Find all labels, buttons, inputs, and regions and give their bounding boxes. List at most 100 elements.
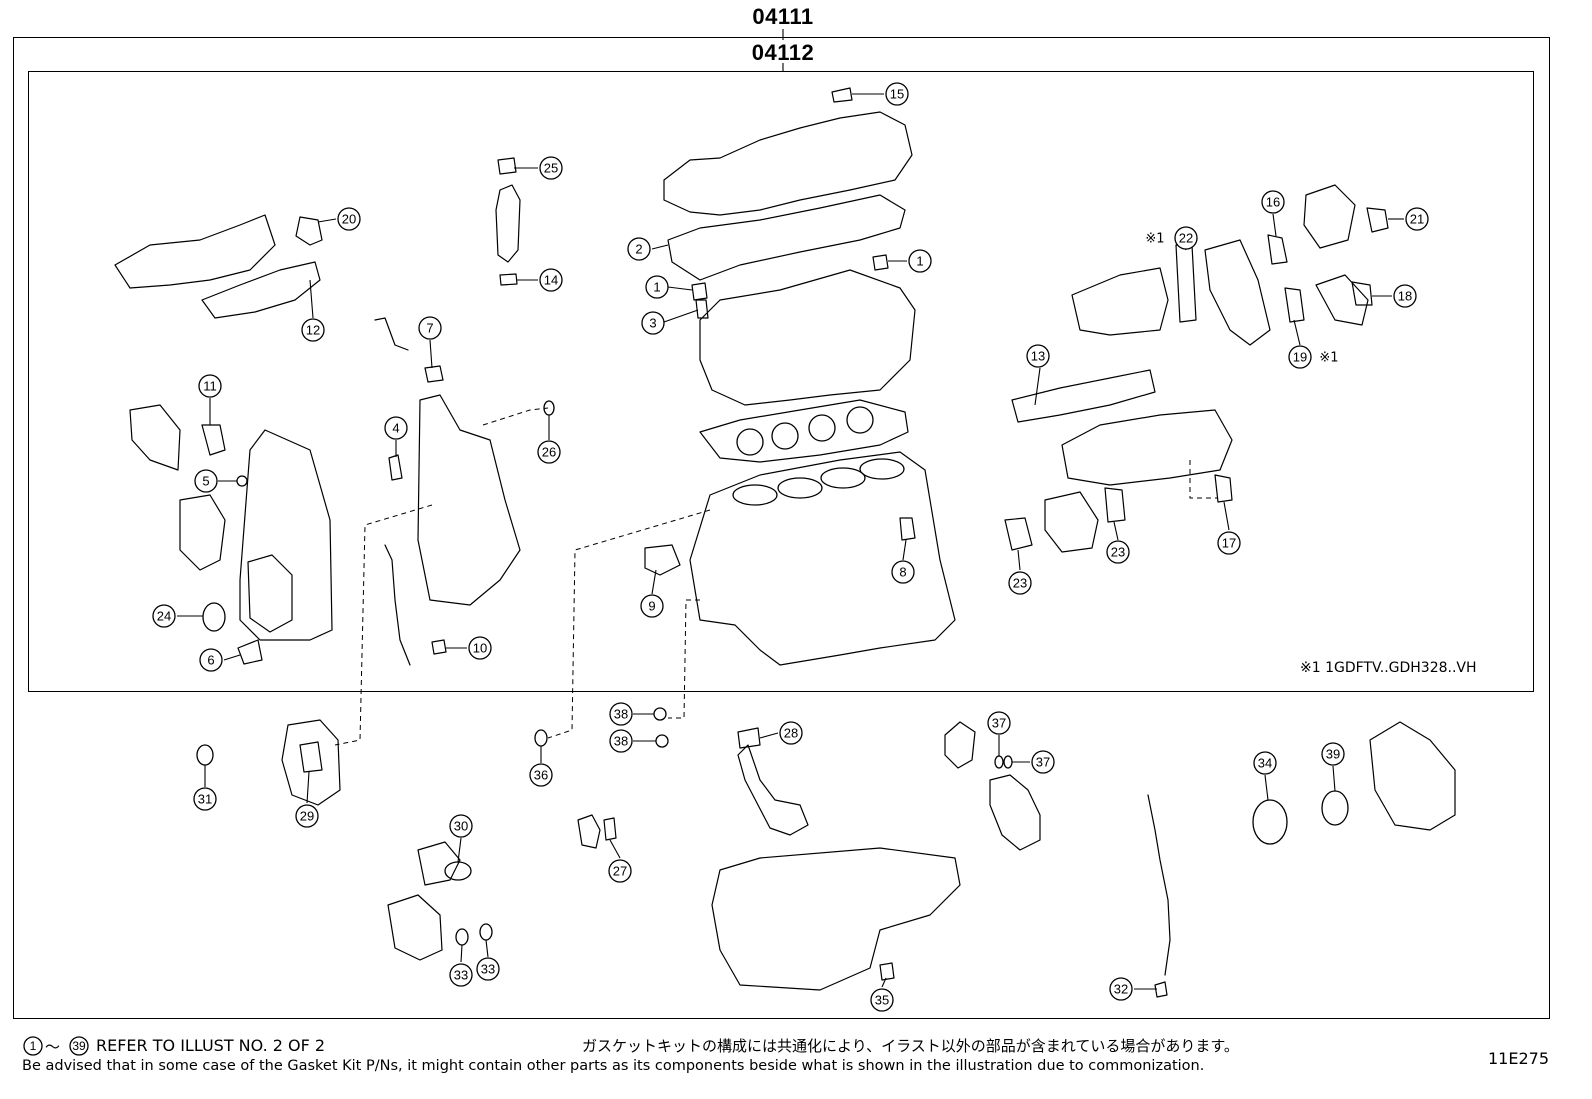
callout-8[interactable]: 8 [891,560,915,584]
gasket-23a-shape [1004,517,1033,551]
svg-text:11: 11 [203,379,217,394]
svg-text:28: 28 [784,726,798,741]
svg-text:33: 33 [481,962,495,977]
callout-22[interactable]: 22 [1174,226,1198,250]
svg-text:16: 16 [1266,195,1280,210]
water-pump-housing-sketch [281,719,341,806]
callout-32[interactable]: 32 [1109,977,1133,1001]
callout-37-top[interactable]: 37 [987,711,1011,735]
oring-33b-ring [479,923,493,941]
callout-6[interactable]: 6 [199,648,223,672]
svg-text:37: 37 [992,716,1006,731]
cylinder-head-cover-sketch [663,111,913,216]
callout-36[interactable]: 36 [529,763,553,787]
ref-line-17 [1189,460,1218,499]
callout-35[interactable]: 35 [870,988,894,1012]
callout-15[interactable]: 15 [885,82,909,106]
callout-26[interactable]: 26 [537,440,561,464]
callout-27[interactable]: 27 [608,859,632,883]
bore-ring-4 [846,406,874,434]
exhaust-manifold-gasket-sketch [201,261,321,319]
bore-ring-1 [736,428,764,456]
gasket-11-shape [201,424,226,456]
callout-30[interactable]: 30 [449,814,473,838]
callout-24[interactable]: 24 [152,604,176,628]
gasket-20-shape [295,216,323,246]
svg-text:20: 20 [342,212,356,227]
svg-text:35: 35 [875,993,889,1008]
kit-number-top[interactable]: 04111 [752,4,814,29]
svg-text:4: 4 [392,421,399,436]
thermostat-sketch [577,814,601,849]
callout-5[interactable]: 5 [194,469,218,493]
callout-39[interactable]: 39 [1321,742,1345,766]
oring-37a-ring [994,755,1004,769]
oil-seal-39-ring [1321,790,1349,826]
gasket-18-shape [1351,281,1373,306]
svg-text:7: 7 [426,321,433,336]
callout-33-left[interactable]: 33 [449,963,473,987]
head-gasket-sketch [699,399,909,463]
egr-pipe-sketch [1204,239,1271,346]
egr-cooler-sketch [1071,267,1169,336]
oil-pipe-sketch [384,544,411,666]
callout-23-left[interactable]: 23 [1008,571,1032,595]
callout-10[interactable]: 10 [468,636,492,660]
callout-28[interactable]: 28 [779,721,803,745]
callout-17[interactable]: 17 [1217,531,1241,555]
svg-text:36: 36 [534,768,548,783]
callout-9[interactable]: 9 [640,594,664,618]
timing-cover-sketch [239,429,333,641]
callout-20[interactable]: 20 [337,207,361,231]
svg-text:1: 1 [653,280,660,295]
callout-34[interactable]: 34 [1253,751,1277,775]
block-bore-4 [859,458,905,480]
oring-36-ring [534,729,548,747]
kit-number-inner[interactable]: 04112 [751,40,815,65]
callout-33-right[interactable]: 33 [476,957,500,981]
callout-7[interactable]: 7 [418,316,442,340]
callout-37-right[interactable]: 37 [1031,750,1055,774]
gasket-17-shape [1214,474,1233,503]
callout-14[interactable]: 14 [539,268,563,292]
callout-12[interactable]: 12 [301,318,325,342]
callout-1-left[interactable]: 1 [645,275,669,299]
callout-13[interactable]: 13 [1026,344,1050,368]
gasket-19-shape [1284,287,1305,323]
callout-19[interactable]: 19 [1288,345,1312,369]
svg-text:32: 32 [1114,982,1128,997]
svg-text:27: 27 [613,864,627,879]
callout-38-bottom[interactable]: 38 [609,729,633,753]
water-outlet-sketch [129,404,181,471]
intake-manifold-gasket-sketch [1011,369,1156,423]
svg-text:17: 17 [1222,536,1236,551]
exhaust-manifold-sketch [114,214,276,289]
footer-japanese-note: ガスケットキットの構成には共通化により、イラスト以外の部品が含まれている場合があ… [582,1037,1239,1055]
svg-text:5: 5 [202,474,209,489]
gasket-10-shape [431,639,447,655]
callout-25[interactable]: 25 [539,156,563,180]
callout-2[interactable]: 2 [627,237,651,261]
callout-11[interactable]: 11 [198,374,222,398]
oil-cooler-pipe-sketch [374,317,409,351]
callout-21[interactable]: 21 [1405,207,1429,231]
callout-31[interactable]: 31 [193,787,217,811]
callout-4[interactable]: 4 [384,416,408,440]
svg-text:3: 3 [649,316,656,331]
callout-29[interactable]: 29 [295,804,319,828]
callout-16[interactable]: 16 [1261,190,1285,214]
inner-kit-frame [28,71,1534,692]
svg-text:19: 19 [1293,350,1307,365]
callout-3[interactable]: 3 [641,311,665,335]
oring-33a-ring [455,928,469,946]
leader-lines [177,93,1404,990]
callout-23-right[interactable]: 23 [1106,540,1130,564]
gasket-7-shape [424,365,444,383]
svg-text:29: 29 [300,809,314,824]
oring-38a-ring [653,707,667,721]
callout-38-top[interactable]: 38 [609,702,633,726]
svg-text:13: 13 [1031,349,1045,364]
block-bore-3 [820,467,866,489]
callout-18[interactable]: 18 [1393,284,1417,308]
callout-1-right[interactable]: 1 [908,249,932,273]
